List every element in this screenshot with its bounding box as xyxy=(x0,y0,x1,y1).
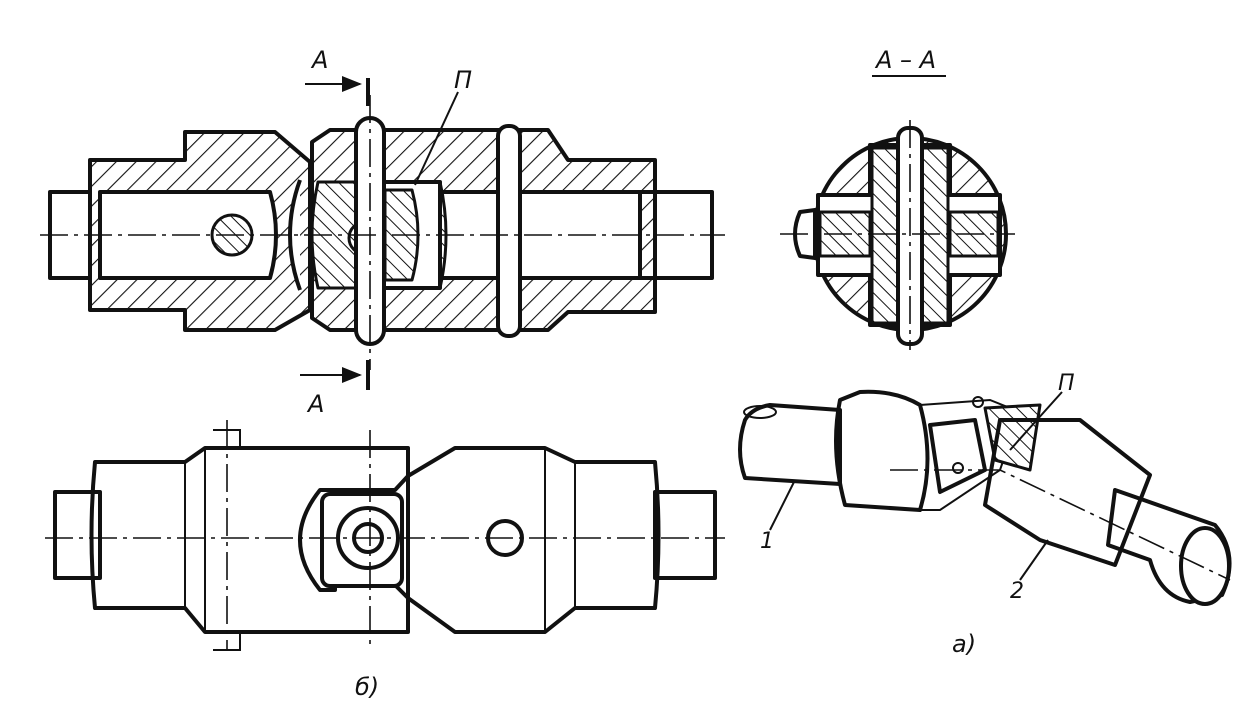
longitudinal-section-view: A A П xyxy=(40,46,725,418)
label-shaft-1: 1 xyxy=(760,529,774,554)
iso-cross xyxy=(928,418,987,494)
pin-leader-line xyxy=(414,91,459,186)
iso-axis xyxy=(890,469,1231,581)
section-letter-bottom: A xyxy=(306,390,324,418)
caption-b: б) xyxy=(355,673,379,701)
iso-shaft-1 xyxy=(738,403,842,486)
exterior-view: б) xyxy=(45,420,725,701)
iso-shaft-2-end xyxy=(1179,526,1231,606)
ext-left-yoke xyxy=(89,446,410,634)
section-aa-view: A – A xyxy=(780,46,1015,350)
section-title: A – A xyxy=(874,46,936,74)
cross-arm-left xyxy=(870,146,900,325)
ext-right-yoke xyxy=(406,446,661,634)
pin-label-iso: П xyxy=(1058,371,1075,396)
pin-label-section: П xyxy=(454,66,472,94)
section-letter-top: A xyxy=(310,46,328,74)
iso-yoke-1 xyxy=(834,389,930,512)
caption-a: а) xyxy=(952,630,976,658)
iso-pin-side xyxy=(952,462,964,474)
ext-left-shaft xyxy=(53,490,102,580)
retaining-pin xyxy=(496,124,522,338)
isometric-view: 1 2 П а) xyxy=(738,371,1232,658)
iso-pin-top xyxy=(972,396,984,408)
iso-yoke-2 xyxy=(983,418,1152,567)
ext-right-shaft xyxy=(653,490,717,580)
label-shaft-2: 2 xyxy=(1010,579,1024,604)
cross-arm-right xyxy=(920,146,950,325)
